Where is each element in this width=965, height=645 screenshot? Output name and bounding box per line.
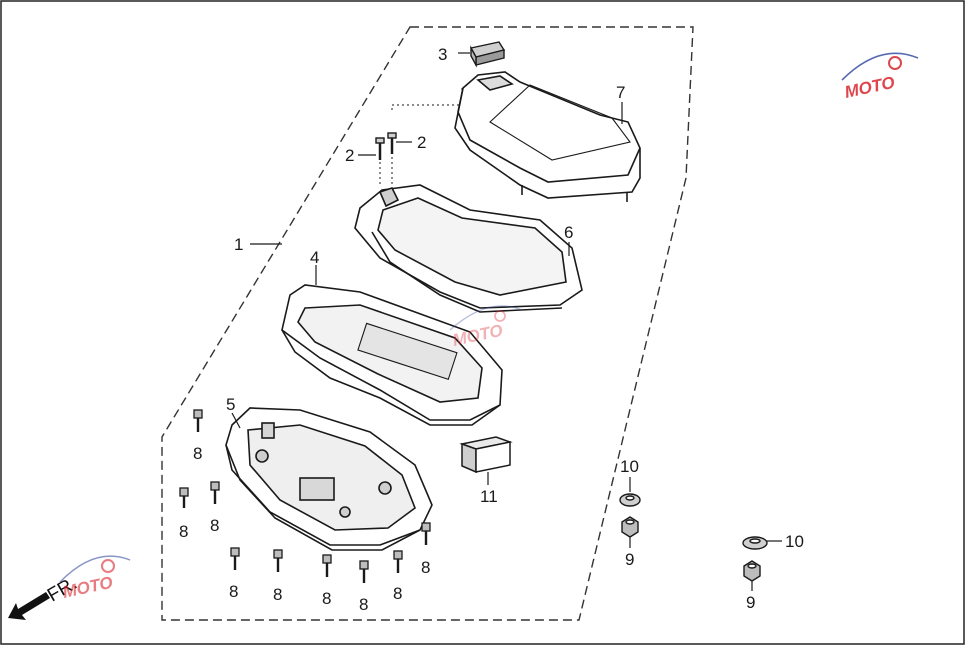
bolt-8-3 <box>210 481 220 504</box>
callout-2b: 2 <box>417 133 426 152</box>
callout-1: 1 <box>234 235 243 254</box>
callout-8: 8 <box>359 595 368 614</box>
callout-3: 3 <box>438 45 447 64</box>
alignment-dots <box>391 88 463 110</box>
callout-10b: 10 <box>785 532 804 551</box>
part-3-connector <box>469 41 506 68</box>
bolt-8-9 <box>421 522 431 545</box>
callout-9b: 9 <box>746 593 755 612</box>
nut-9-b <box>743 560 761 582</box>
callout-8: 8 <box>273 585 282 604</box>
watermark-text: MOTO <box>843 73 897 102</box>
callout-8: 8 <box>421 558 430 577</box>
callout-2a: 2 <box>345 146 354 165</box>
bolt-8-5 <box>273 549 283 572</box>
part-2-screws <box>375 132 397 160</box>
callout-7: 7 <box>616 83 625 102</box>
callout-6: 6 <box>564 223 573 242</box>
part-4-display-unit <box>281 284 503 426</box>
nut-9-a <box>621 516 639 538</box>
callout-10a: 10 <box>620 457 639 476</box>
bolt-8-8 <box>393 550 403 573</box>
washer-10-b <box>742 536 768 550</box>
part-8-bolts <box>179 409 431 583</box>
washer-10-a <box>619 493 641 507</box>
part-5-lower-case <box>225 407 433 551</box>
callout-8: 8 <box>229 582 238 601</box>
part-9-nuts <box>621 516 761 582</box>
callout-8: 8 <box>393 584 402 603</box>
assembly-boundary <box>161 26 694 621</box>
callout-4: 4 <box>310 248 319 267</box>
watermark-logo-top-right: MOTO <box>841 52 919 102</box>
bolt-8-4 <box>230 547 240 570</box>
bolt-8-6 <box>322 554 332 577</box>
callout-8: 8 <box>179 522 188 541</box>
part-6-bezel <box>354 184 583 313</box>
callout-5: 5 <box>226 395 235 414</box>
callout-8: 8 <box>210 516 219 535</box>
bolt-8-2 <box>179 487 189 508</box>
part-7-top-cover <box>454 71 641 202</box>
callout-8: 8 <box>193 444 202 463</box>
callout-11: 11 <box>480 487 498 506</box>
callout-9a: 9 <box>625 550 634 569</box>
callout-8: 8 <box>322 589 331 608</box>
part-11-foam-block <box>459 436 513 474</box>
bolt-8-7 <box>359 560 369 583</box>
leader-lines <box>231 52 782 591</box>
bolt-8-1 <box>193 409 203 432</box>
part-10-washers <box>619 493 768 550</box>
